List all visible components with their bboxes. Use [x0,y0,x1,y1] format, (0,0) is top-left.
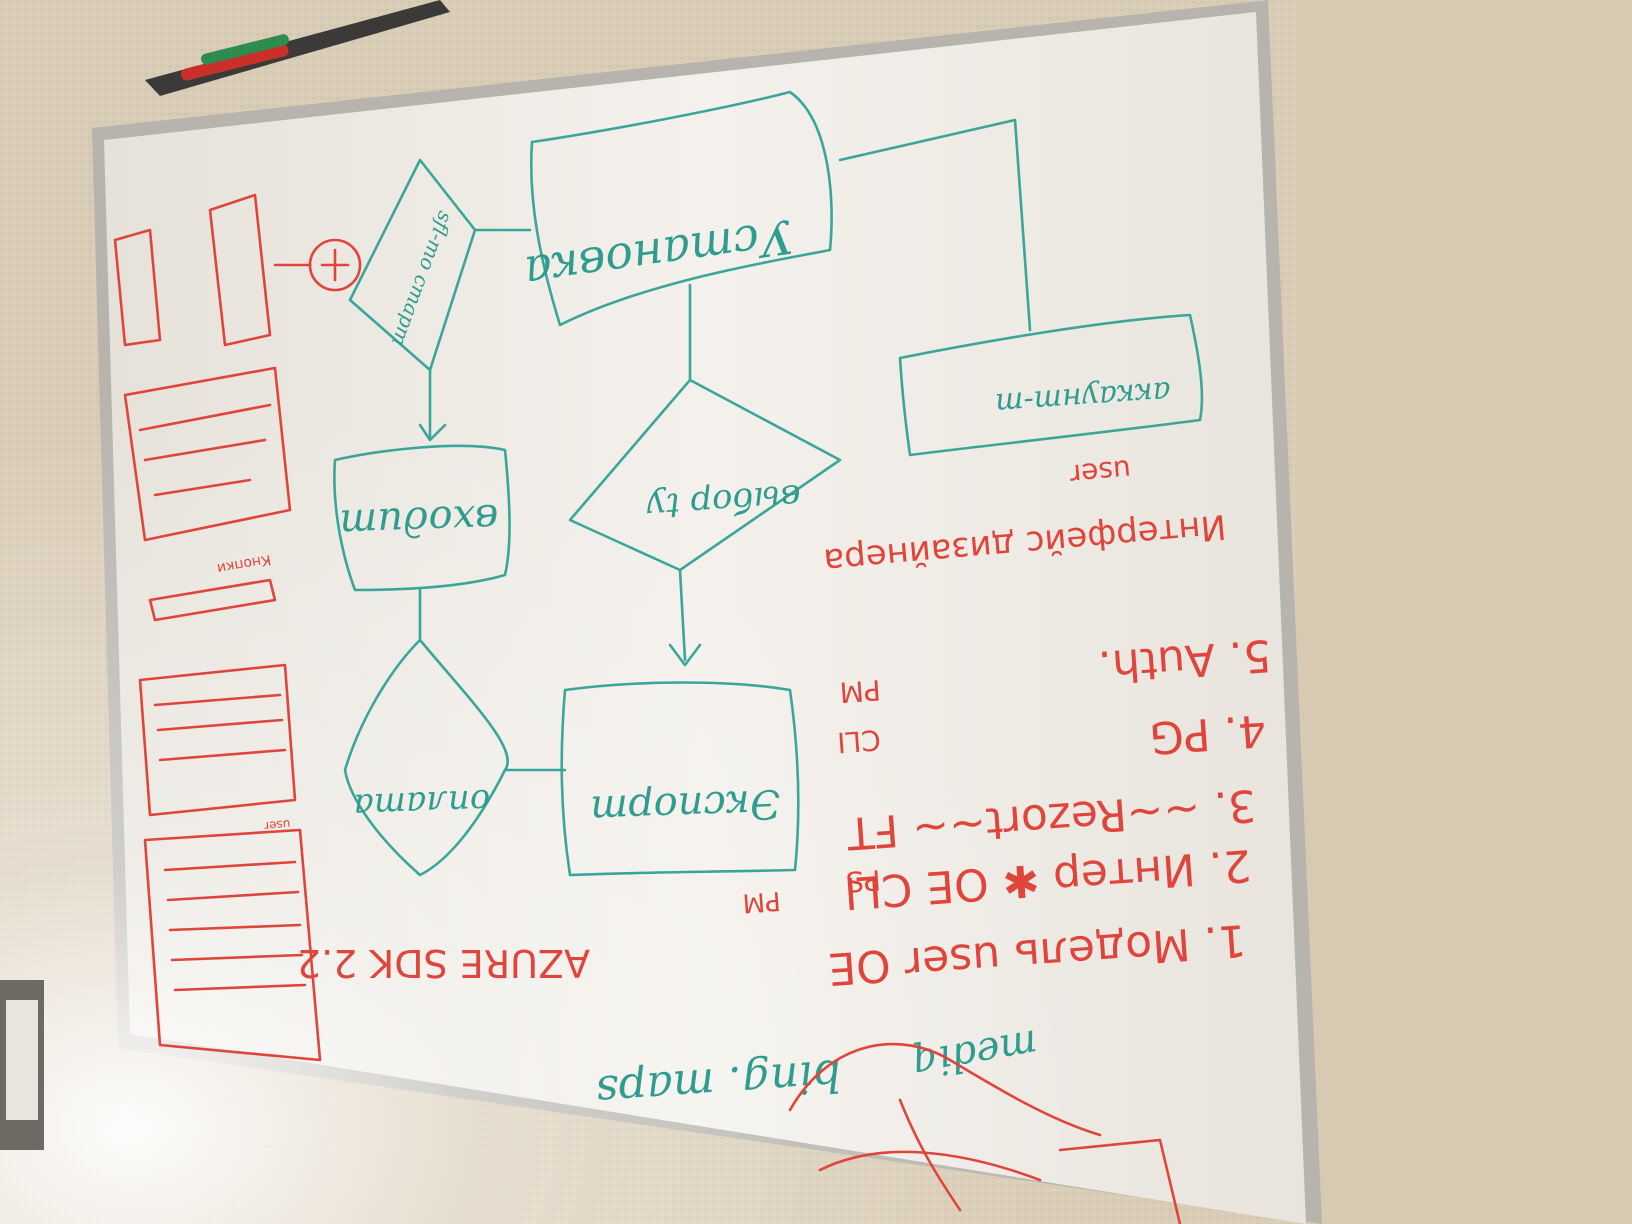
sketch-phone-1 [113,228,162,347]
sketch-phone-2 [208,193,272,347]
sketch-screen-1 [123,366,292,542]
sketch-toolbar [148,578,277,622]
note-side-3: CLI [836,723,882,759]
sketch-screen-3-lines [163,860,307,992]
bottom-decision [343,638,509,877]
note-side-4: PM [741,885,781,918]
note-user: user [1068,453,1132,491]
light-switch-icon [0,980,44,1150]
right-box [898,313,1204,457]
top-box [529,90,833,327]
sketch-screen-3 [143,828,322,1062]
scribble-bottom-right [788,1042,1182,1224]
bottom-box-label: Экспорт [589,780,781,833]
sketch-screen-2 [138,663,297,817]
plus-icon [273,248,350,282]
red-marker-icon [181,44,289,81]
middle-box [333,444,511,592]
note-list-item-4: 4. PG [1148,704,1268,763]
note-side-2: PS [845,863,882,898]
sketch-screen-1-lines [138,403,272,497]
connector-5 [838,118,1032,332]
sketch-screen-2-lines [153,693,287,762]
sketch-small-label: user [264,817,291,833]
middle-box-label: вxодит [339,495,499,547]
note-azure: AZURE SDK 2.2 [297,941,590,985]
bottom-box [560,681,800,877]
connector-2 [418,368,447,442]
green-marker-icon [201,34,289,65]
connector-4 [668,568,702,667]
bottom-decision-label: оплата [353,781,491,826]
note-side-1: PM [839,673,882,709]
note-list-item-5: 5. Auth. [1097,629,1273,692]
